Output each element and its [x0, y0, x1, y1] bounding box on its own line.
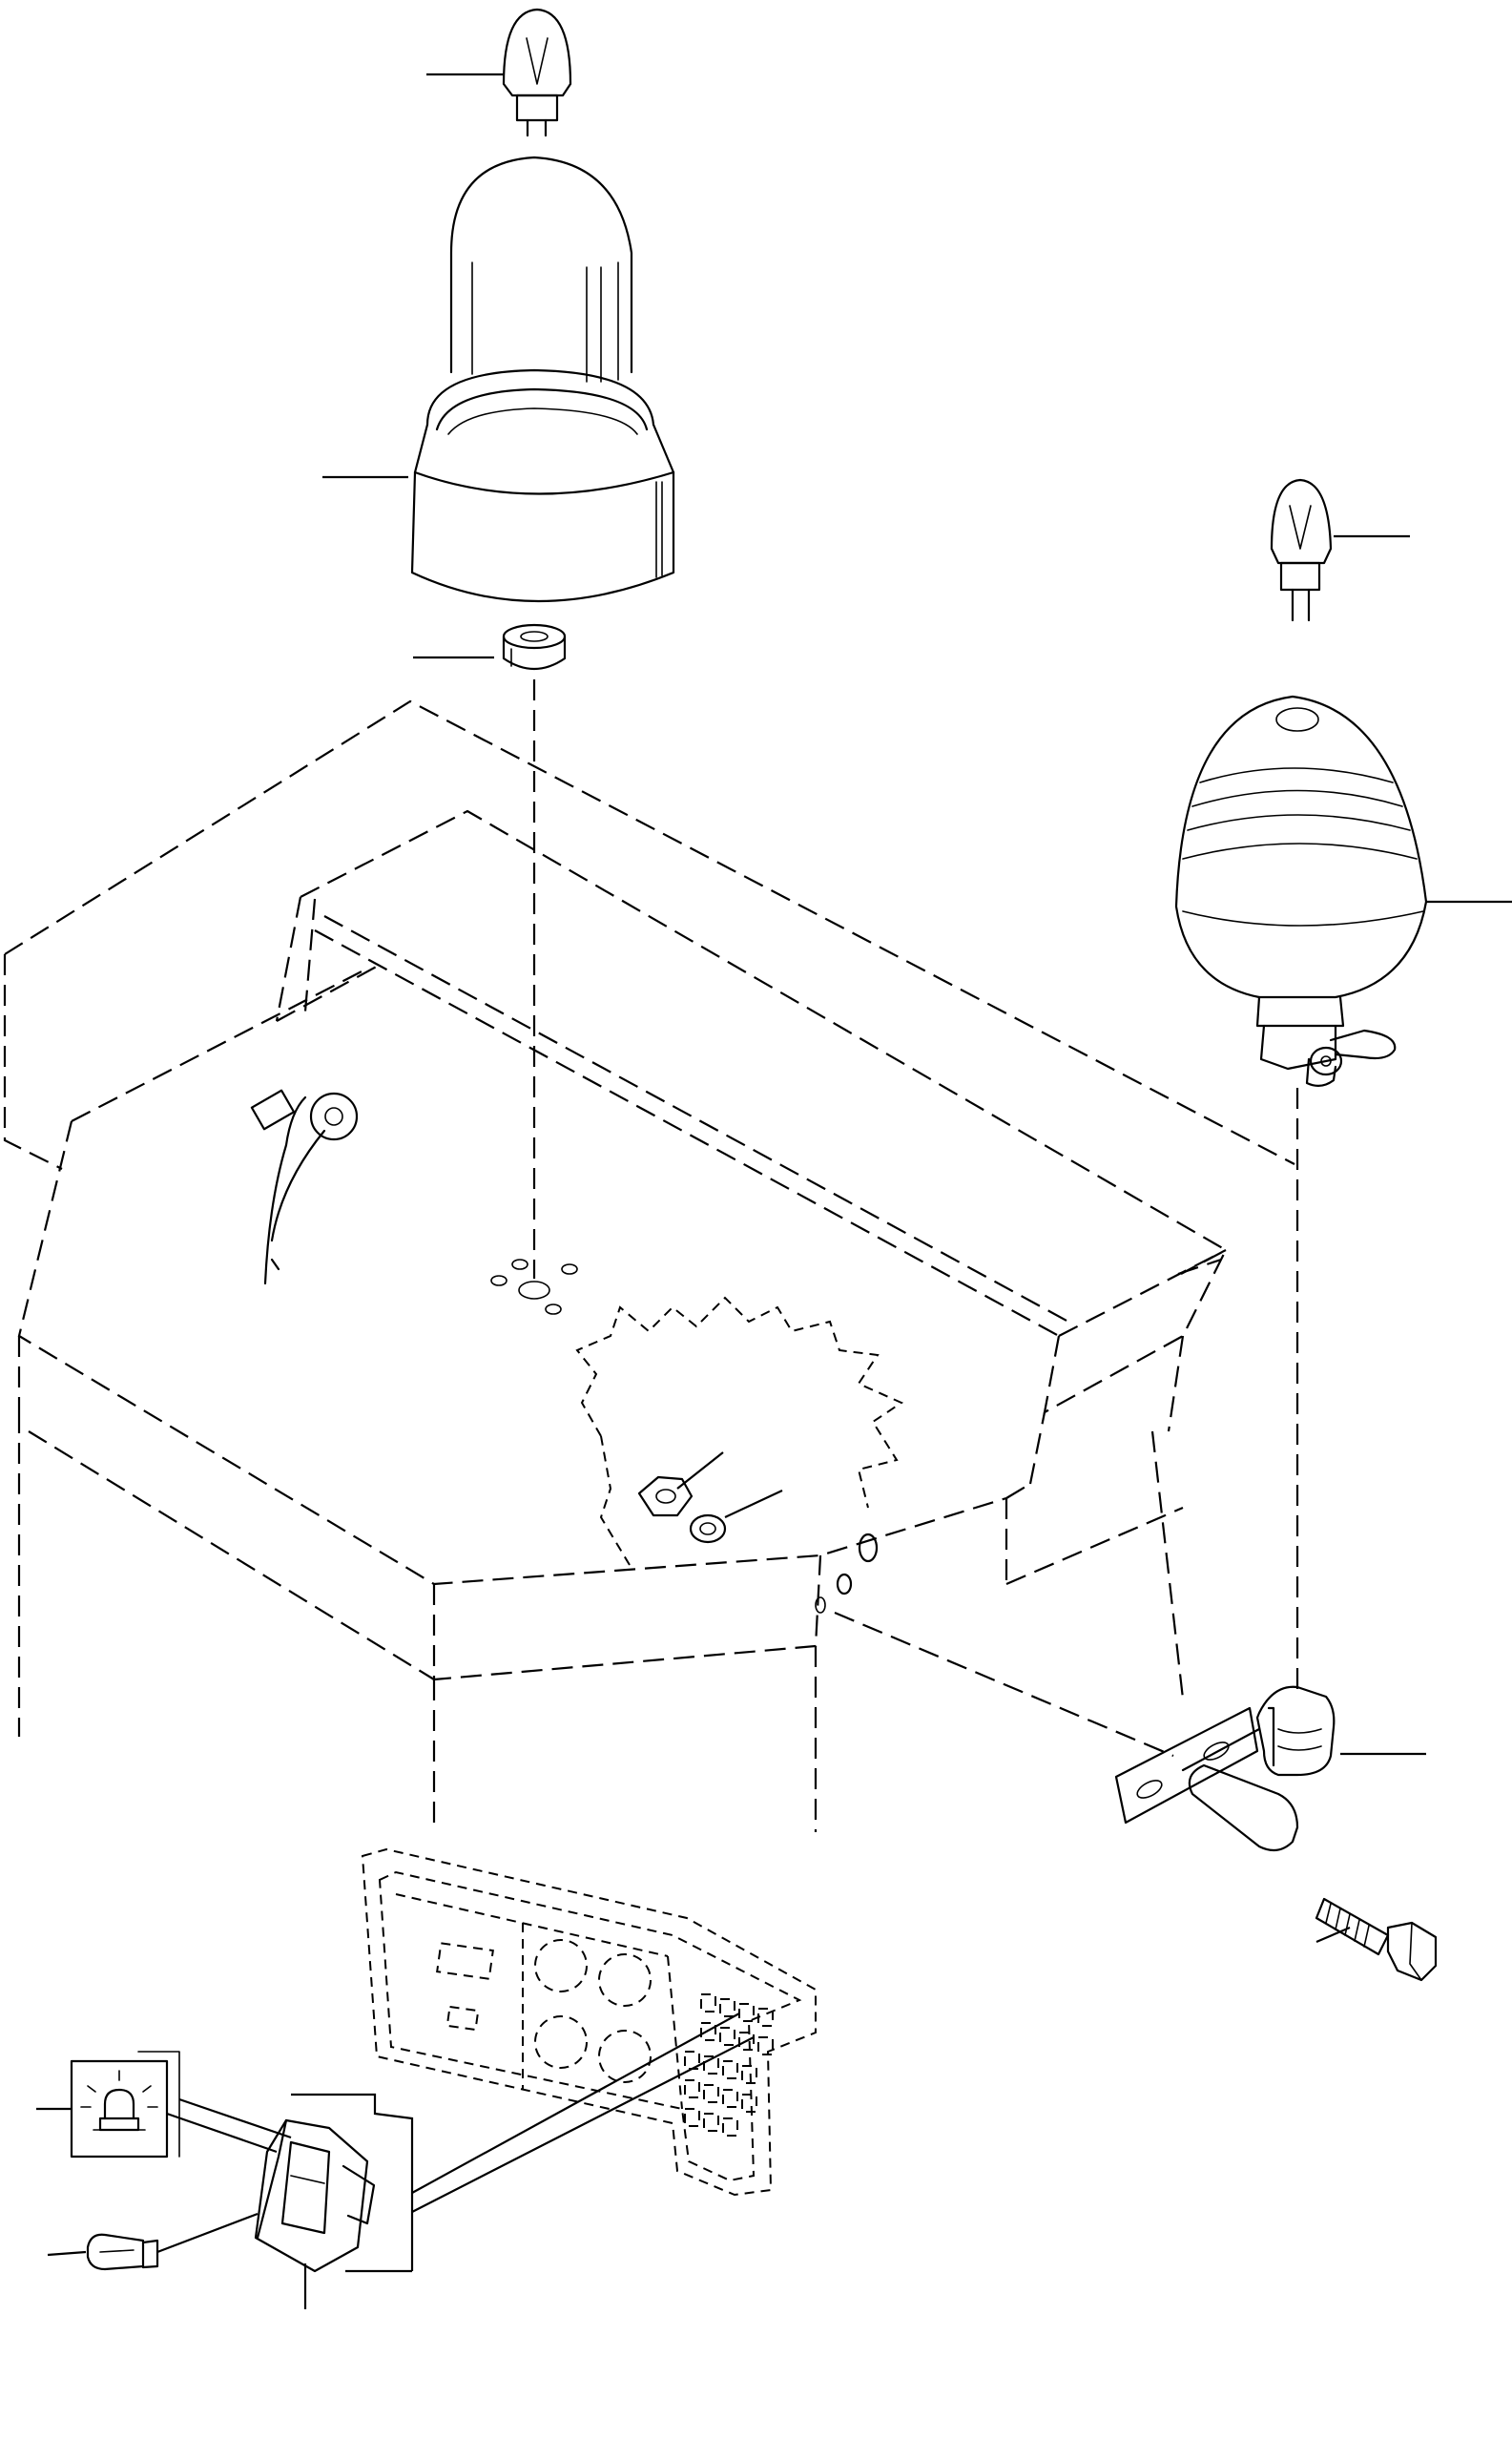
beacon-egg-icon: [1174, 695, 1512, 1087]
nut-icon: [637, 1451, 724, 1517]
cab-roof-outline: [3, 699, 1295, 1832]
beacon-symbol-icon: [36, 2051, 292, 2159]
bracket-icon: [1114, 1685, 1426, 1852]
washer-icon: [689, 1490, 783, 1544]
beacon-dome-icon: [322, 156, 675, 603]
leader-line: [411, 2036, 755, 2213]
rocker-switch-icon: [254, 2093, 414, 2309]
leader-line: [1315, 1926, 1351, 1944]
bulb-icon: [47, 2212, 259, 2271]
control-panel-icon: [361, 1847, 817, 2197]
bulb-icon: [426, 8, 572, 137]
leader-line: [724, 1490, 783, 1518]
leader-line: [47, 2250, 87, 2257]
bolt-icon: [1315, 1897, 1438, 1982]
bulb-icon: [1270, 478, 1410, 622]
leader-line: [411, 2013, 740, 2194]
wire-connector-icon: [250, 1089, 359, 1285]
grommet-icon: [413, 623, 567, 670]
keypad: [684, 1993, 774, 2137]
mounting-holes: [490, 1259, 879, 1614]
assembly-axis: [834, 1611, 1174, 1758]
cutaway-section: [575, 1296, 904, 1566]
